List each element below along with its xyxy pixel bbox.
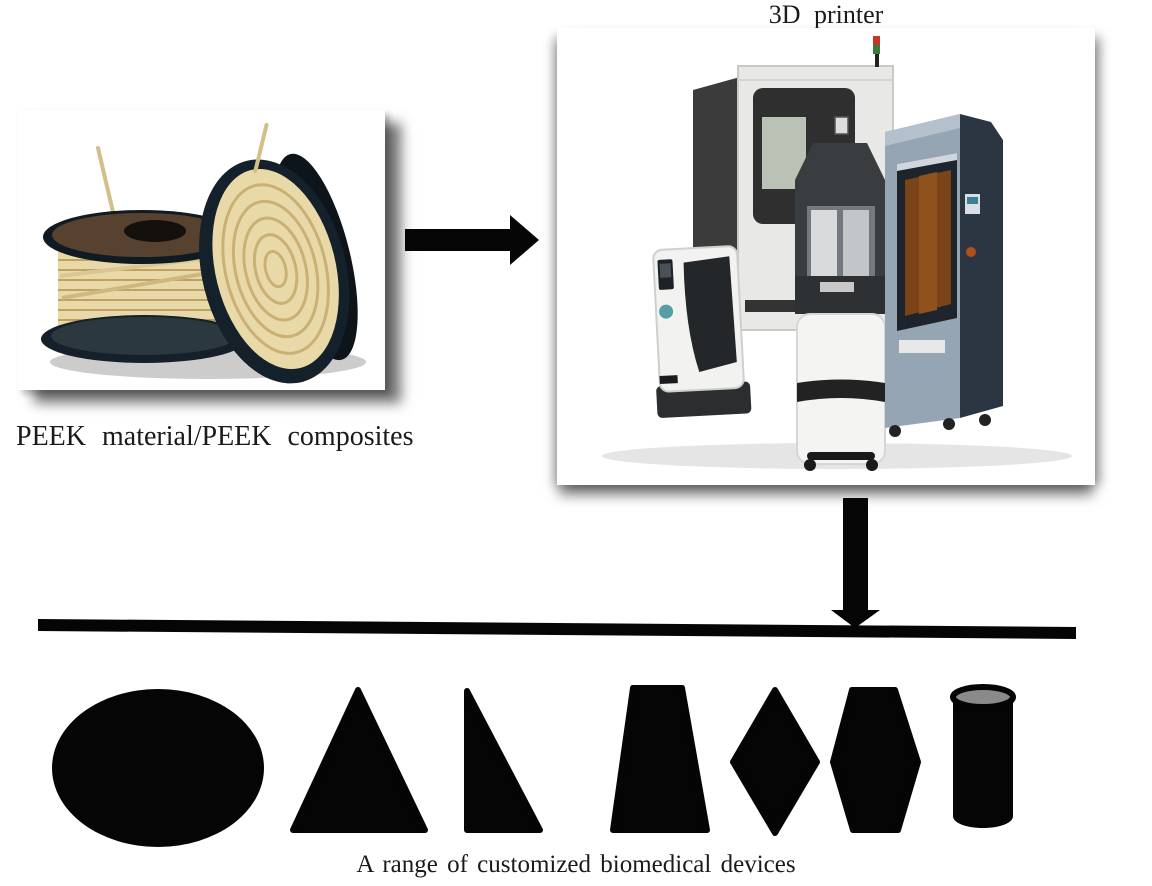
right-filament-spool: [199, 122, 358, 384]
peek-spools-photo: [18, 110, 385, 390]
diamond-shape: [730, 687, 820, 836]
trapezoid-shape: [610, 685, 710, 833]
device-shapes-row: [52, 684, 1016, 847]
triangle-shape: [290, 687, 428, 833]
left-filament-spool: [41, 146, 247, 363]
devices-caption: A range of customized biomedical devices: [356, 851, 796, 878]
printer-central: [795, 143, 886, 471]
brand-logo-dot: [659, 304, 674, 319]
stack-light: [873, 36, 880, 67]
spool-hub-hole: [124, 220, 186, 242]
peek-spools-illustration: [41, 122, 366, 384]
arrow-right-icon: [405, 215, 539, 265]
cylinder-shape: [950, 684, 1016, 828]
hexagon-shape: [830, 687, 921, 833]
printers-illustration: [602, 36, 1072, 471]
ellipse-shape: [52, 689, 264, 847]
right-triangle-shape: [464, 688, 543, 833]
printer-side-panel: [960, 114, 1003, 418]
printers-photo: [557, 28, 1095, 485]
printer-title: 3D printer: [768, 0, 884, 29]
arrow-down-icon: [831, 498, 880, 628]
peek-material-label: PEEK material/PEEK composites: [16, 421, 414, 452]
printer-tall-blue: [885, 114, 1003, 437]
printer-small-white: [652, 245, 752, 418]
divider-line: [38, 619, 1076, 639]
